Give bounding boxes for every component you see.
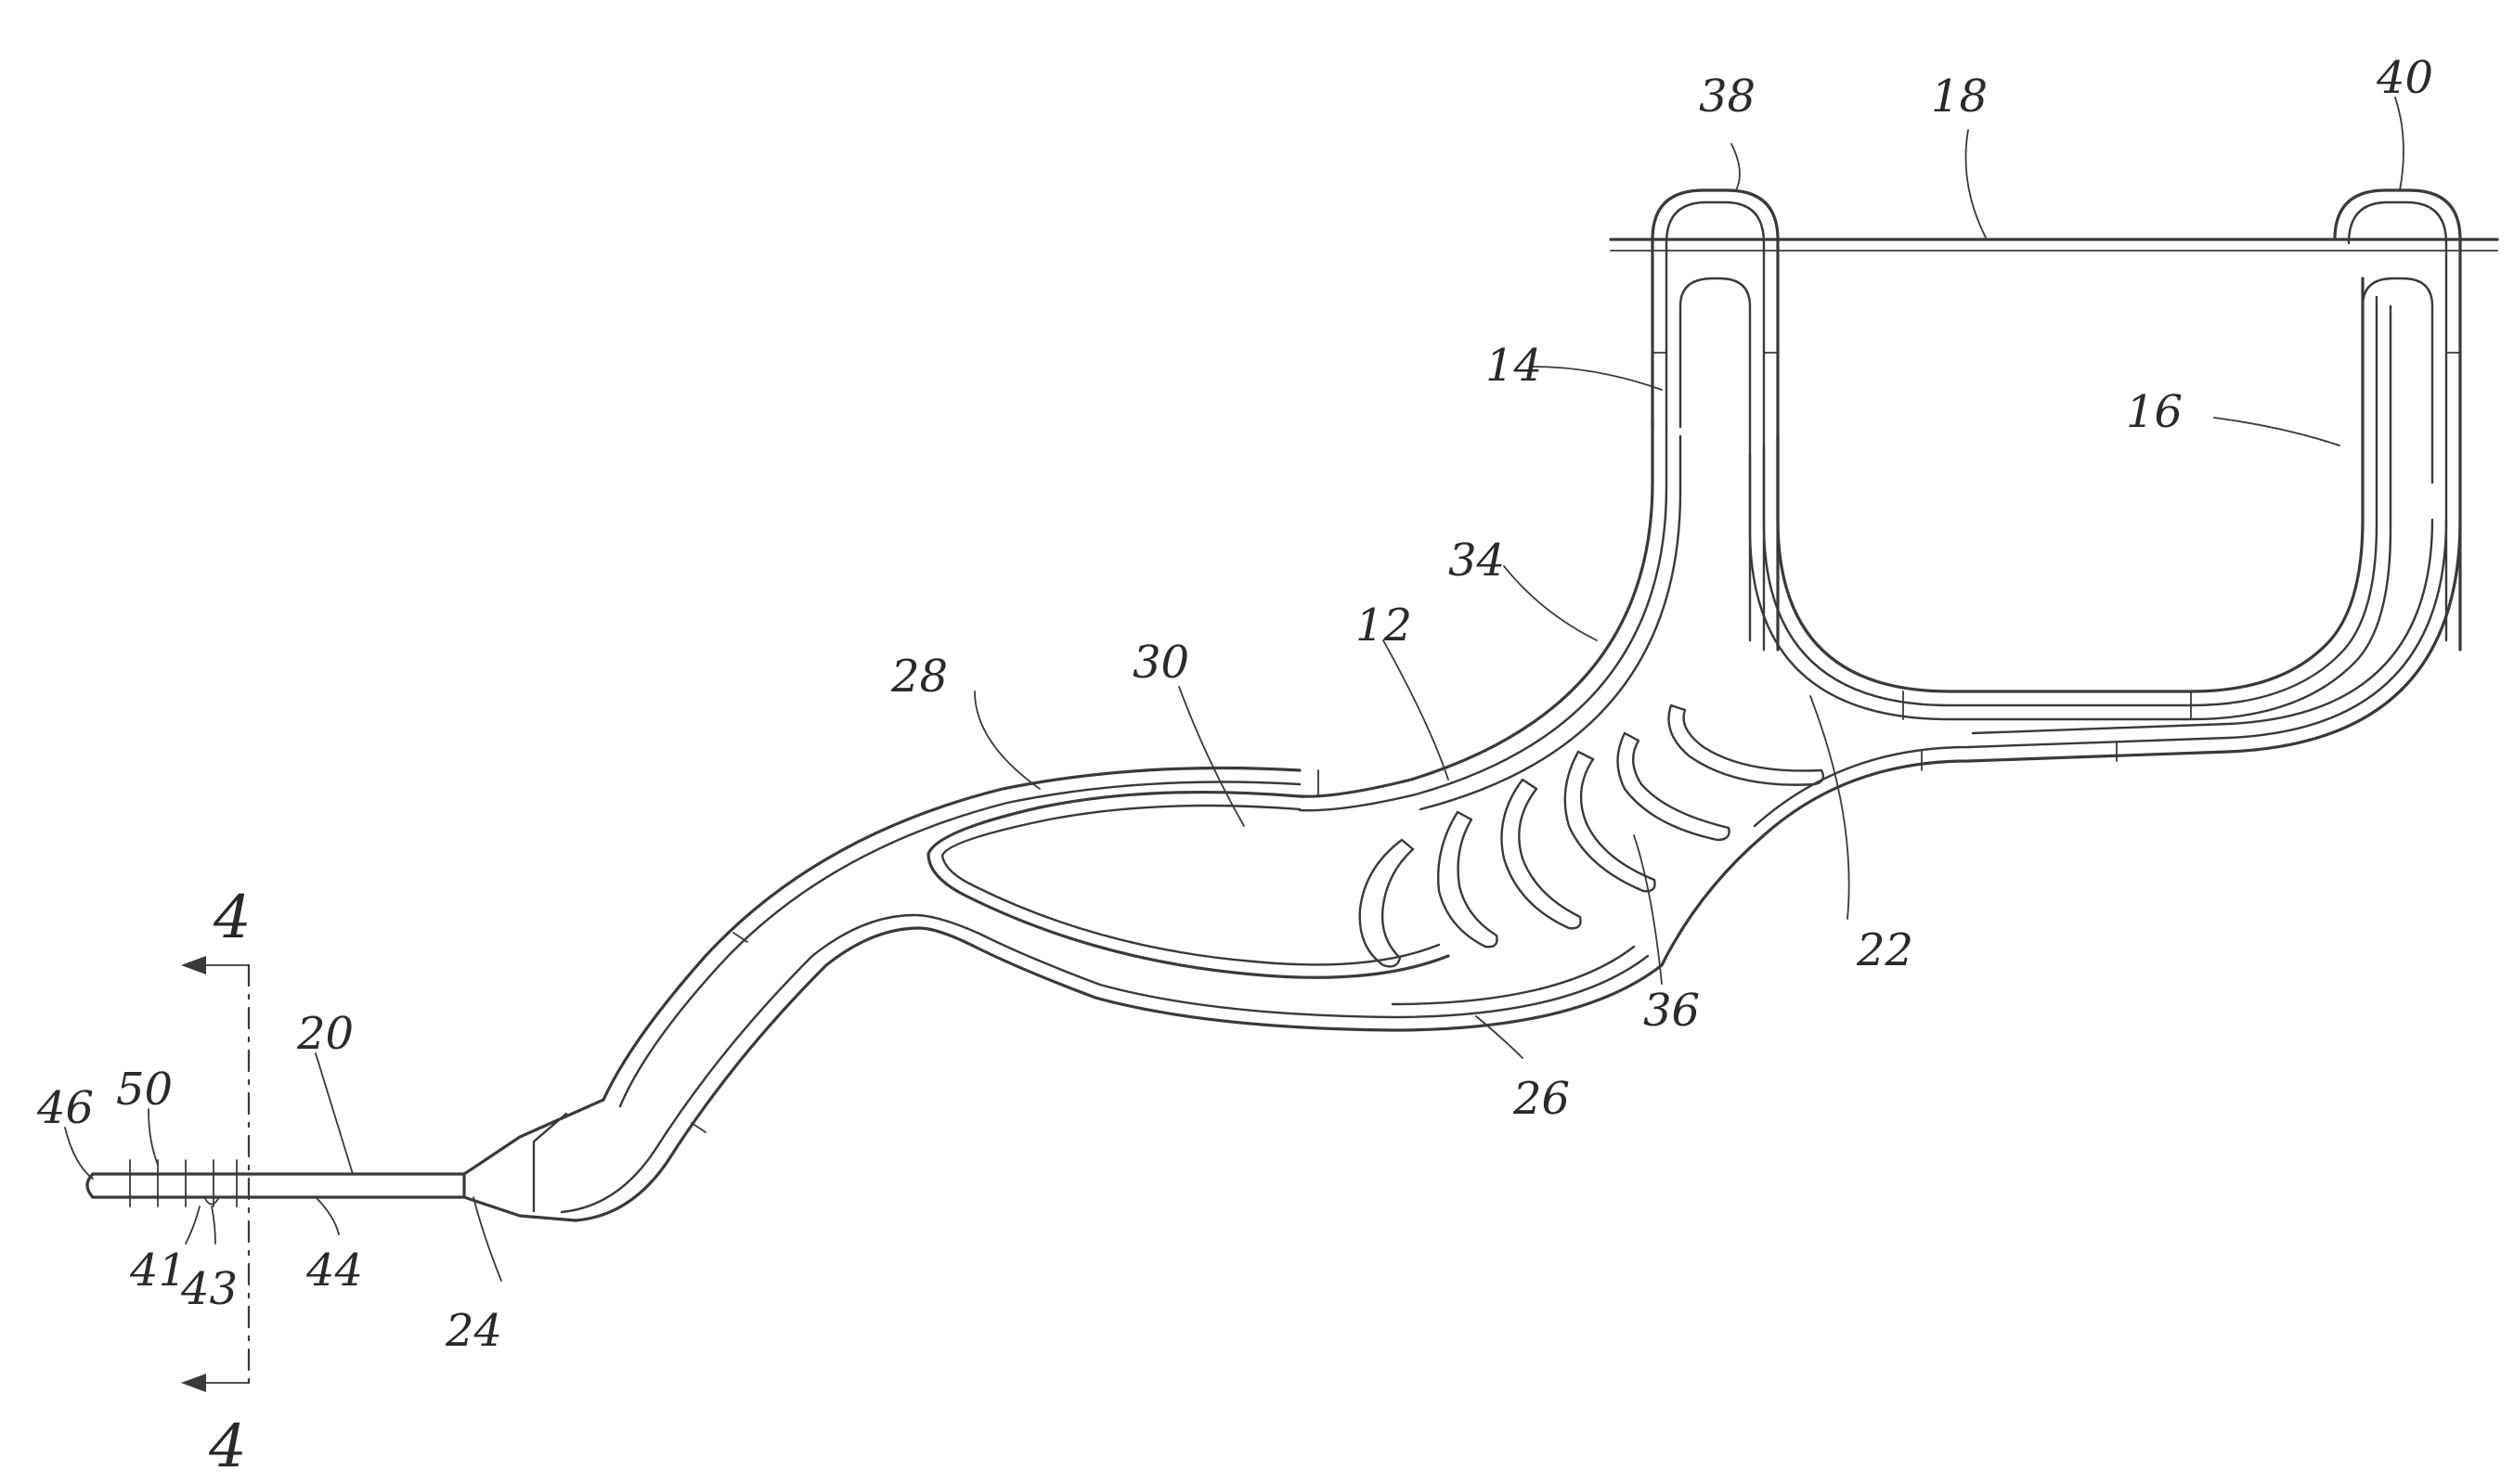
shaft-20 — [87, 1100, 603, 1220]
label-16: 16 — [2126, 386, 2183, 438]
segment-ticks — [692, 353, 2460, 1132]
label-20: 20 — [296, 1008, 354, 1060]
slots-36 — [1360, 705, 1823, 966]
label-12: 12 — [1355, 600, 1412, 652]
label-46: 46 — [36, 1082, 94, 1134]
handle-body — [562, 768, 1662, 1221]
label-14: 14 — [1485, 340, 1542, 392]
label-22: 22 — [1856, 924, 1913, 976]
label-26: 26 — [1512, 1073, 1570, 1125]
label-24: 24 — [445, 1305, 502, 1357]
label-40: 40 — [2376, 52, 2433, 104]
label-34: 34 — [1448, 535, 1505, 587]
section-mark-top: 4 — [213, 884, 252, 952]
window-30 — [928, 793, 1448, 978]
label-30: 30 — [1133, 637, 1189, 689]
label-50: 50 — [116, 1064, 173, 1116]
section-mark-bottom: 4 — [208, 1413, 247, 1481]
label-18: 18 — [1931, 71, 1988, 123]
label-28: 28 — [890, 651, 948, 703]
label-44: 44 — [305, 1245, 363, 1297]
label-36: 36 — [1643, 985, 1700, 1037]
u-loop — [1662, 278, 2460, 965]
label-43: 43 — [180, 1263, 238, 1315]
label-41: 41 — [129, 1245, 187, 1297]
wire-18 — [1611, 239, 2497, 251]
label-38: 38 — [1699, 71, 1756, 123]
leader-lines — [65, 97, 2404, 1281]
